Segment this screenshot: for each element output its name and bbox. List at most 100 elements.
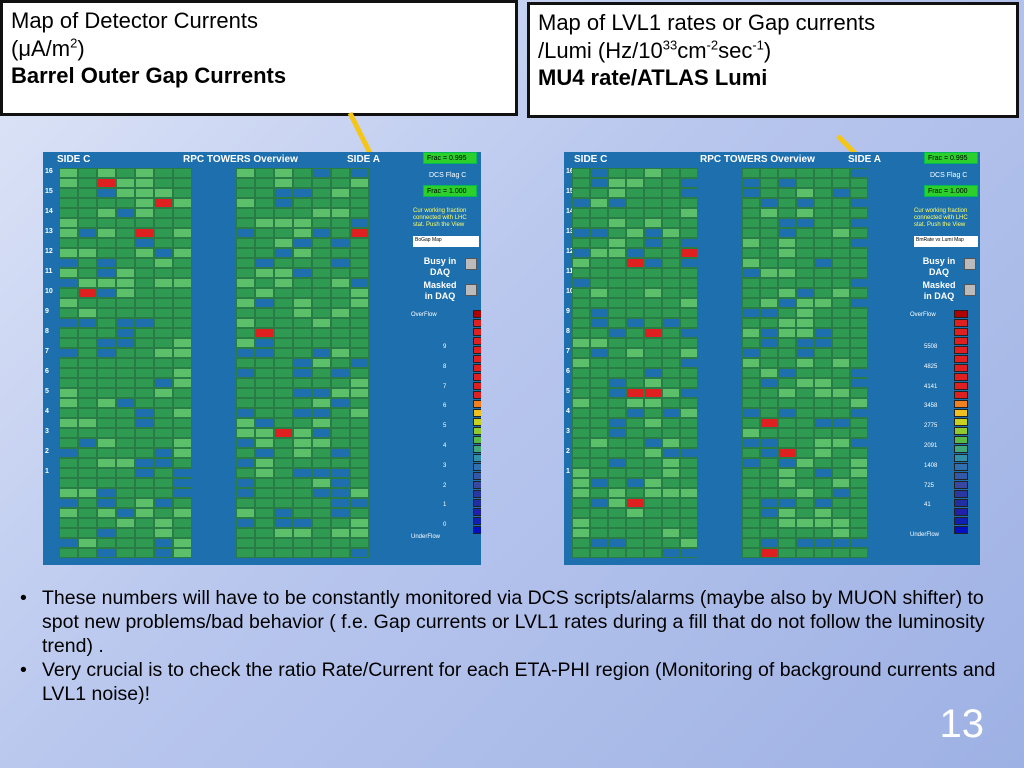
tower-cell[interactable]	[173, 428, 192, 438]
tower-cell[interactable]	[850, 518, 868, 528]
tower-cell[interactable]	[312, 268, 331, 278]
tower-cell[interactable]	[572, 328, 590, 338]
tower-cell[interactable]	[135, 348, 154, 358]
tower-cell[interactable]	[662, 438, 680, 448]
tower-cell[interactable]	[590, 308, 608, 318]
tower-cell[interactable]	[78, 548, 97, 558]
tower-cell[interactable]	[662, 168, 680, 178]
tower-cell[interactable]	[662, 328, 680, 338]
tower-cell[interactable]	[814, 378, 832, 388]
tower-cell[interactable]	[350, 268, 369, 278]
tower-cell[interactable]	[644, 268, 662, 278]
tower-cell[interactable]	[274, 328, 293, 338]
tower-cell[interactable]	[59, 408, 78, 418]
tower-cell[interactable]	[590, 448, 608, 458]
tower-cell[interactable]	[626, 348, 644, 358]
tower-cell[interactable]	[154, 428, 173, 438]
tower-cell[interactable]	[135, 458, 154, 468]
tower-cell[interactable]	[590, 498, 608, 508]
tower-cell[interactable]	[572, 468, 590, 478]
tower-cell[interactable]	[78, 398, 97, 408]
tower-cell[interactable]	[850, 528, 868, 538]
tower-cell[interactable]	[173, 508, 192, 518]
tower-cell[interactable]	[97, 208, 116, 218]
tower-cell[interactable]	[274, 528, 293, 538]
tower-cell[interactable]	[331, 368, 350, 378]
tower-cell[interactable]	[662, 218, 680, 228]
tower-cell[interactable]	[154, 538, 173, 548]
tower-cell[interactable]	[608, 438, 626, 448]
tower-cell[interactable]	[680, 328, 698, 338]
tower-cell[interactable]	[608, 498, 626, 508]
tower-cell[interactable]	[608, 538, 626, 548]
tower-cell[interactable]	[135, 198, 154, 208]
tower-cell[interactable]	[331, 338, 350, 348]
tower-cell[interactable]	[742, 498, 760, 508]
tower-cell[interactable]	[135, 238, 154, 248]
tower-cell[interactable]	[796, 238, 814, 248]
tower-cell[interactable]	[116, 228, 135, 238]
tower-cell[interactable]	[154, 268, 173, 278]
tower-cell[interactable]	[626, 428, 644, 438]
tower-cell[interactable]	[608, 318, 626, 328]
tower-cell[interactable]	[814, 518, 832, 528]
tower-cell[interactable]	[78, 278, 97, 288]
tower-cell[interactable]	[796, 358, 814, 368]
tower-cell[interactable]	[350, 198, 369, 208]
tower-cell[interactable]	[608, 408, 626, 418]
tower-cell[interactable]	[626, 388, 644, 398]
tower-cell[interactable]	[662, 268, 680, 278]
tower-cell[interactable]	[760, 228, 778, 238]
tower-cell[interactable]	[626, 358, 644, 368]
tower-cell[interactable]	[590, 228, 608, 238]
tower-cell[interactable]	[116, 498, 135, 508]
tower-cell[interactable]	[832, 348, 850, 358]
tower-cell[interactable]	[644, 318, 662, 328]
tower-cell[interactable]	[59, 448, 78, 458]
tower-cell[interactable]	[796, 178, 814, 188]
tower-cell[interactable]	[236, 168, 255, 178]
tower-cell[interactable]	[796, 288, 814, 298]
tower-cell[interactable]	[293, 268, 312, 278]
tower-cell[interactable]	[331, 418, 350, 428]
tower-cell[interactable]	[832, 168, 850, 178]
tower-cell[interactable]	[680, 378, 698, 388]
tower-cell[interactable]	[135, 328, 154, 338]
tower-cell[interactable]	[832, 428, 850, 438]
tower-cell[interactable]	[778, 438, 796, 448]
tower-cell[interactable]	[778, 378, 796, 388]
tower-cell[interactable]	[236, 328, 255, 338]
tower-cell[interactable]	[331, 388, 350, 398]
tower-cell[interactable]	[572, 358, 590, 368]
tower-cell[interactable]	[760, 398, 778, 408]
tower-cell[interactable]	[135, 528, 154, 538]
tower-cell[interactable]	[662, 538, 680, 548]
tower-cell[interactable]	[608, 238, 626, 248]
tower-cell[interactable]	[293, 378, 312, 388]
tower-cell[interactable]	[274, 238, 293, 248]
tower-cell[interactable]	[154, 398, 173, 408]
tower-cell[interactable]	[590, 408, 608, 418]
tower-cell[interactable]	[236, 548, 255, 558]
tower-cell[interactable]	[832, 528, 850, 538]
tower-cell[interactable]	[116, 248, 135, 258]
tower-cell[interactable]	[173, 238, 192, 248]
tower-cell[interactable]	[312, 438, 331, 448]
tower-cell[interactable]	[154, 348, 173, 358]
tower-cell[interactable]	[662, 408, 680, 418]
tower-cell[interactable]	[778, 298, 796, 308]
tower-cell[interactable]	[680, 408, 698, 418]
tower-cell[interactable]	[832, 388, 850, 398]
tower-cell[interactable]	[97, 238, 116, 248]
tower-cell[interactable]	[350, 508, 369, 518]
tower-cell[interactable]	[274, 298, 293, 308]
tower-cell[interactable]	[135, 378, 154, 388]
tower-cell[interactable]	[97, 478, 116, 488]
tower-cell[interactable]	[116, 278, 135, 288]
tower-cell[interactable]	[236, 458, 255, 468]
tower-cell[interactable]	[850, 188, 868, 198]
tower-cell[interactable]	[350, 418, 369, 428]
tower-cell[interactable]	[814, 398, 832, 408]
tower-cell[interactable]	[778, 338, 796, 348]
tower-cell[interactable]	[850, 208, 868, 218]
